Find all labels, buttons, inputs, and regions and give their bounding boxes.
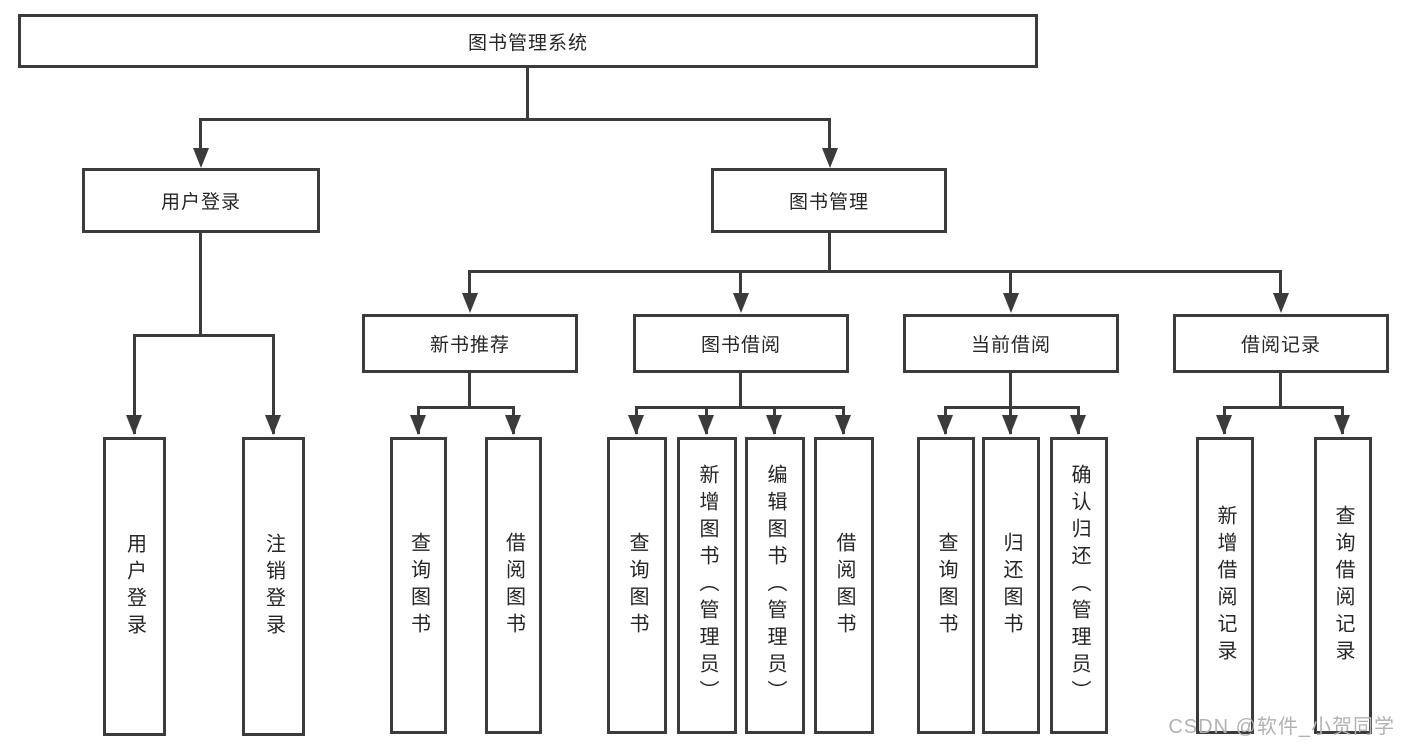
connector <box>739 373 742 409</box>
arrow-down <box>1273 293 1289 313</box>
connector <box>1009 270 1012 300</box>
leaf-rec-query-books: 查询图书 <box>390 437 447 734</box>
arrow-down <box>265 415 281 435</box>
arrow-down <box>1070 415 1086 435</box>
connector <box>133 334 136 434</box>
node-borrow-records: 借阅记录 <box>1173 314 1389 373</box>
node-new-book-recommend: 新书推荐 <box>362 314 578 373</box>
arrow-down <box>766 415 782 435</box>
root-node-library-system: 图书管理系统 <box>18 14 1038 68</box>
connector <box>828 233 831 272</box>
connector <box>468 373 471 409</box>
leaf-rec-borrow-books: 借阅图书 <box>485 437 542 734</box>
arrow-down <box>1002 415 1018 435</box>
arrow-down <box>1334 415 1350 435</box>
leaf-cb-query-books: 查询图书 <box>917 437 975 734</box>
arrow-down <box>733 293 749 313</box>
connector <box>133 334 274 337</box>
arrow-down <box>628 415 644 435</box>
connector <box>1279 270 1282 300</box>
connector <box>199 233 202 337</box>
leaf-br-add-record: 新增借阅记录 <box>1196 437 1254 734</box>
leaf-user-login: 用户登录 <box>103 437 166 736</box>
node-current-borrow: 当前借阅 <box>903 314 1119 373</box>
leaf-logout: 注销登录 <box>242 437 305 736</box>
arrow-down <box>462 293 478 313</box>
connector <box>1009 373 1012 409</box>
leaf-cb-return-books: 归还图书 <box>982 437 1040 734</box>
connector <box>272 334 275 434</box>
arrow-down <box>1216 415 1232 435</box>
arrow-down <box>126 415 142 435</box>
node-user-login: 用户登录 <box>82 168 320 233</box>
arrow-down <box>698 415 714 435</box>
arrow-down <box>937 415 953 435</box>
connector <box>417 406 515 409</box>
arrow-down <box>1003 293 1019 313</box>
leaf-bb-borrow-books: 借阅图书 <box>814 437 874 734</box>
arrow-down <box>193 148 209 168</box>
connector <box>468 270 1281 273</box>
connector <box>944 406 1080 409</box>
connector <box>635 406 845 409</box>
connector <box>199 118 831 121</box>
leaf-bb-add-books-admin: 新增图书（管理员） <box>677 437 737 734</box>
connector <box>468 270 471 300</box>
connector <box>526 68 529 121</box>
arrow-down <box>835 415 851 435</box>
leaf-bb-edit-books-admin: 编辑图书（管理员） <box>745 437 805 734</box>
arrow-down <box>505 415 521 435</box>
connector <box>739 270 742 300</box>
arrow-down <box>822 148 838 168</box>
connector <box>199 118 202 156</box>
node-book-management: 图书管理 <box>711 168 947 233</box>
leaf-cb-confirm-return-admin: 确认归还（管理员） <box>1050 437 1108 734</box>
arrow-down <box>410 415 426 435</box>
node-book-borrow: 图书借阅 <box>633 314 849 373</box>
connector <box>1223 406 1344 409</box>
watermark: CSDN @软件_小贺同学 <box>1168 716 1395 738</box>
connector <box>828 118 831 156</box>
connector <box>1279 373 1282 409</box>
leaf-bb-query-books: 查询图书 <box>607 437 667 734</box>
leaf-br-query-record: 查询借阅记录 <box>1314 437 1372 734</box>
